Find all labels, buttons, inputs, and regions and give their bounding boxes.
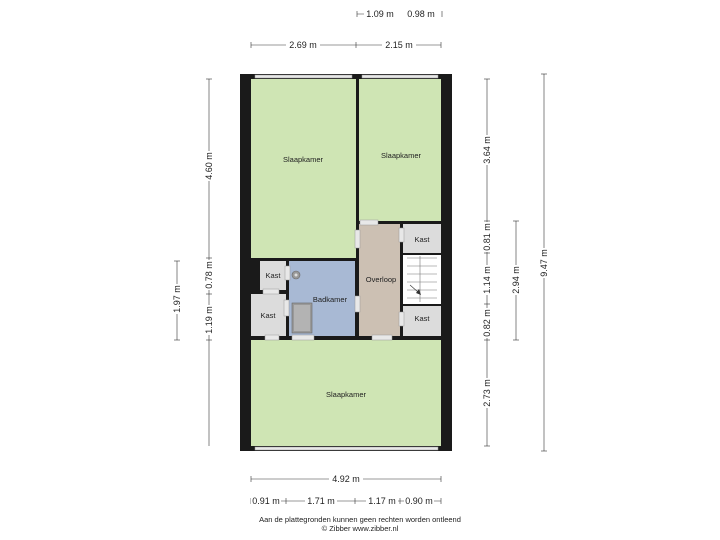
copyright-text: © Zibber www.zibber.nl [321, 524, 399, 533]
room-label-bedroom-bottom: Slaapkamer [326, 390, 367, 399]
dim-top-right: 2.15 m [385, 40, 413, 50]
stairwell [403, 255, 441, 304]
room-label-closet-left-upper: Kast [265, 271, 281, 280]
room-label-landing: Overloop [366, 275, 396, 284]
openings [254, 74, 439, 451]
dim-right-c: 0.82 m [482, 309, 492, 337]
disclaimer-text: Aan de plattegronden kunnen geen rechten… [259, 515, 461, 524]
dim-right-b: 1.14 m [482, 266, 492, 294]
closet-right-lower [403, 306, 441, 336]
stairs-icon [407, 256, 437, 302]
dim-bottom-3: 1.17 m [368, 496, 396, 506]
bathtub-icon [291, 302, 313, 334]
dim-top-small-right: 0.98 m [407, 9, 435, 19]
room-label-bedroom-top-left: Slaapkamer [283, 155, 324, 164]
room-label-closet-right-upper: Kast [414, 235, 430, 244]
dim-bottom-1: 0.91 m [252, 496, 280, 506]
sink-icon [291, 270, 301, 280]
closet-left-lower [251, 294, 286, 336]
dimension-label-backgrounds [171, 8, 550, 507]
bedroom-top-left [251, 79, 356, 258]
dim-top-left: 2.69 m [289, 40, 317, 50]
dim-bottom-total: 4.92 m [332, 474, 360, 484]
bedroom-bottom [251, 340, 441, 446]
dim-right-total: 9.47 m [539, 249, 549, 277]
dim-left-middle: 0.78 m [204, 261, 214, 289]
room-label-bedroom-top-right: Slaapkamer [381, 151, 422, 160]
dim-bottom-2: 1.71 m [307, 496, 335, 506]
closet-right-upper [403, 224, 441, 253]
dim-left-lower: 1.19 m [204, 306, 214, 334]
dim-right-upper: 3.64 m [482, 136, 492, 164]
closet-left-upper [260, 261, 286, 290]
dim-right-lower: 2.73 m [482, 379, 492, 407]
room-label-bathroom: Badkamer [313, 295, 348, 304]
dim-bottom-4: 0.90 m [405, 496, 433, 506]
room-label-closet-left-lower: Kast [260, 311, 276, 320]
dim-top-small-left: 1.09 m [366, 9, 394, 19]
dim-right-a: 0.81 m [482, 223, 492, 251]
room-label-closet-right-lower: Kast [414, 314, 430, 323]
dim-left-upper: 4.60 m [204, 152, 214, 180]
dim-left-total: 1.97 m [172, 285, 182, 313]
bedroom-top-right [359, 79, 441, 221]
landing [359, 224, 400, 337]
dim-right-inner-total: 2.94 m [511, 266, 521, 294]
